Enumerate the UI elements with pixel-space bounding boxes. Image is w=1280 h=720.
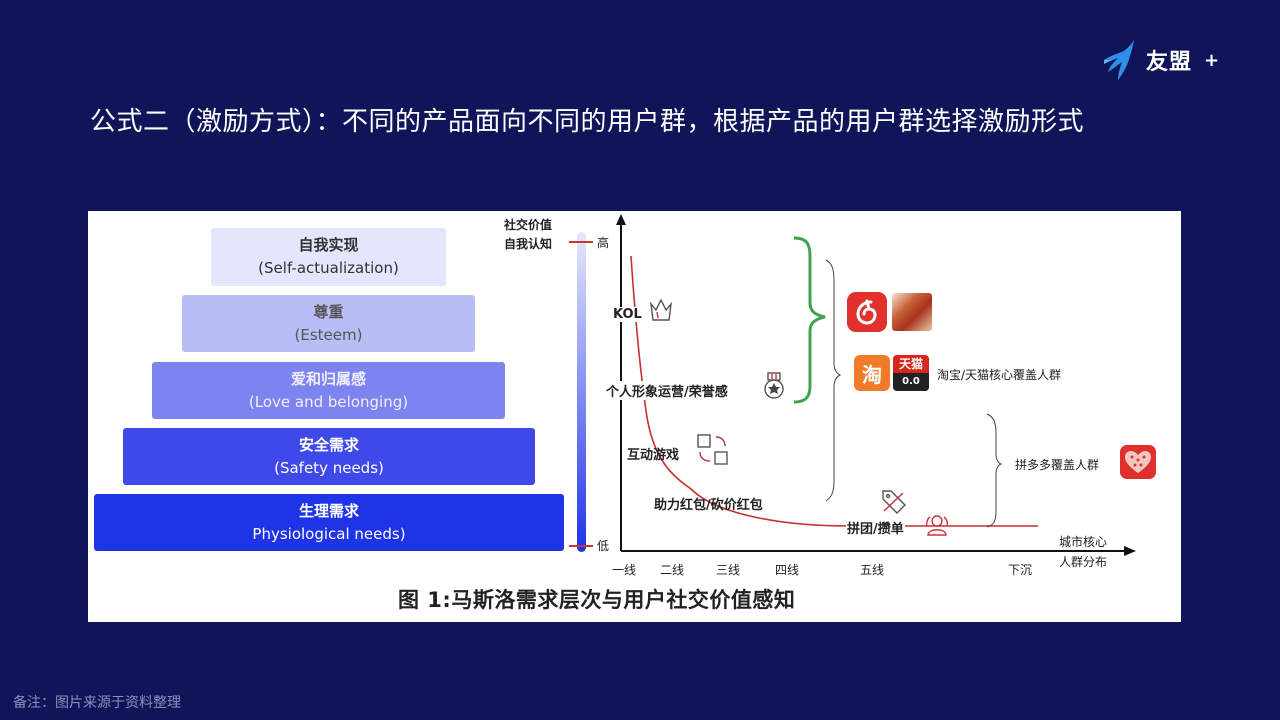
low-marker — [569, 545, 593, 547]
music-note-icon — [856, 299, 877, 325]
pyramid-level-safety: 安全需求 (Safety needs) — [123, 428, 535, 485]
figure-panel: 自我实现 (Self-actualization) 尊重 (Esteem) 爱和… — [88, 211, 1181, 622]
x-tick-lower-tier: 下沉 — [1008, 563, 1033, 577]
brand-name: 友盟 — [1146, 50, 1193, 75]
x-tick-tier2: 二线 — [660, 563, 685, 577]
tmall-app-icon: 天猫 0.0 — [893, 355, 929, 391]
heart-icon — [1125, 451, 1151, 473]
brand-logo: 友盟 + — [1100, 38, 1219, 82]
pyramid-zh: 安全需求 — [298, 435, 359, 454]
pyramid-level-physiological: 生理需求 Physiological needs) — [94, 494, 564, 551]
incentive-red-packet: 助力红包/砍价红包 — [654, 498, 763, 513]
pyramid-en: (Esteem) — [294, 325, 363, 344]
incentive-personal-image: 个人形象运营/荣誉感 — [604, 381, 730, 400]
x-axis-label-line1: 城市核心 — [1059, 535, 1108, 549]
medal-icon — [764, 372, 784, 399]
incentive-group-buy: 拼团/攒单 — [846, 518, 905, 537]
tmall-glyph: 天猫 — [898, 357, 923, 371]
incentive-interactive-game: 互动游戏 — [627, 448, 680, 463]
pyramid-zh: 尊重 — [313, 302, 344, 321]
scale-label-line2: 自我认知 — [504, 237, 553, 251]
taobao-group-label: 淘宝/天猫核心覆盖人群 — [937, 368, 1062, 382]
netease-music-app-icon — [847, 292, 887, 332]
figure-caption: 图 1:马斯洛需求层次与用户社交价值感知 — [398, 588, 796, 612]
pyramid-en: (Love and belonging) — [248, 392, 409, 411]
pyramid-level-self-actualization: 自我实现 (Self-actualization) — [211, 228, 446, 286]
pyramid-zh: 生理需求 — [298, 501, 359, 520]
game-swap-icon — [697, 434, 728, 465]
group-users-icon — [925, 515, 949, 536]
value-gradient-bar — [577, 232, 586, 552]
brand-plus: + — [1204, 49, 1220, 71]
pyramid-en: (Safety needs) — [274, 458, 384, 477]
pyramid-zh: 爱和归属感 — [290, 369, 366, 388]
pinduoduo-app-icon — [1120, 445, 1156, 479]
x-tick-tier4: 四线 — [775, 563, 800, 577]
chart-canvas — [616, 214, 1136, 556]
pyramid-zh: 自我实现 — [298, 236, 359, 254]
high-marker — [569, 241, 593, 243]
high-label: 高 — [597, 236, 610, 250]
x-tick-tier1: 一线 — [612, 563, 637, 577]
scale-label-line1: 社交价值 — [504, 218, 553, 232]
crown-icon — [650, 298, 672, 321]
pyramid-en: Physiological needs) — [252, 524, 406, 543]
taobao-glyph: 淘 — [862, 362, 882, 387]
low-label: 低 — [597, 539, 610, 553]
tmall-face: 0.0 — [893, 373, 929, 391]
bird-logo-icon — [1104, 40, 1134, 80]
pyramid-level-love: 爱和归属感 (Love and belonging) — [152, 362, 505, 419]
x-tick-tier5: 五线 — [860, 563, 885, 577]
discount-tag-icon — [882, 490, 906, 514]
pyramid-en: (Self-actualization) — [258, 259, 399, 277]
artwork-app-icon — [892, 293, 932, 331]
taobao-app-icon: 淘 — [854, 355, 890, 391]
slide-title: 公式二（激励方式）：不同的产品面向不同的用户群，根据产品的用户群选择激励形式 — [90, 107, 1085, 137]
x-tick-tier3: 三线 — [716, 563, 741, 577]
x-axis-label-line2: 人群分布 — [1059, 555, 1108, 569]
incentive-kol: KOL — [611, 307, 644, 322]
pyramid-level-esteem: 尊重 (Esteem) — [182, 295, 475, 352]
slide-footnote: 备注：图片来源于资料整理 — [13, 695, 181, 711]
pinduoduo-group-label: 拼多多覆盖人群 — [1015, 458, 1100, 472]
